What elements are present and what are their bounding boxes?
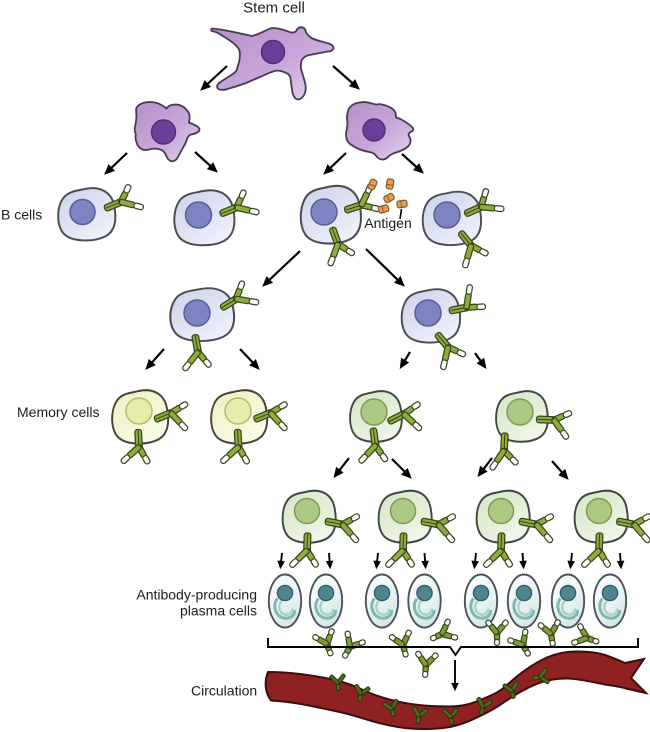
svg-text:Memory cells: Memory cells <box>17 404 99 420</box>
svg-text:Antibody-producing: Antibody-producing <box>136 587 257 603</box>
svg-text:Antigen: Antigen <box>364 215 411 231</box>
svg-text:plasma cells: plasma cells <box>180 603 257 619</box>
svg-text:B cells: B cells <box>1 207 42 223</box>
svg-text:Stem cell: Stem cell <box>243 0 305 17</box>
svg-text:Circulation: Circulation <box>191 683 257 699</box>
